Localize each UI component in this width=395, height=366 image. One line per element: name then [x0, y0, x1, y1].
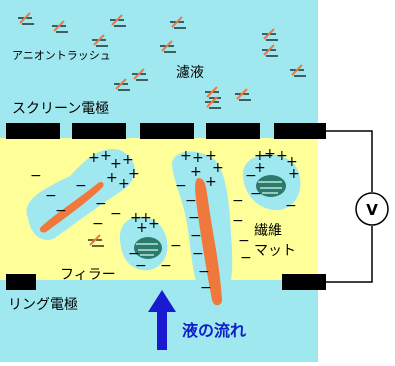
minus-sign: − [170, 238, 182, 254]
plus-sign: + [212, 160, 224, 176]
screen-electrode [6, 123, 326, 139]
minus-sign: − [45, 188, 57, 204]
plus-sign: + [276, 148, 288, 164]
anion-trash-mark [114, 78, 130, 91]
minus-sign: − [250, 186, 262, 202]
ring-electrode-left [6, 274, 36, 290]
filler-particle [256, 175, 286, 197]
anion-trash-marks [18, 12, 306, 247]
filler-particle [134, 237, 162, 259]
minus-sign: − [130, 210, 142, 226]
minus-sign: − [92, 216, 104, 232]
minus-sign: − [188, 210, 200, 226]
fiber-strand [195, 178, 222, 306]
plus-sign: + [180, 148, 192, 164]
anion-trash-mark [92, 34, 108, 47]
plus-sign: + [106, 170, 118, 186]
ring-electrode-right [282, 274, 326, 290]
minus-sign: − [135, 258, 147, 274]
minus-sign: − [30, 168, 42, 184]
minus-sign: − [75, 178, 87, 194]
filler-label: フィラー [60, 267, 116, 283]
anion-trash-mark [290, 64, 306, 77]
plus-sign: + [136, 220, 148, 236]
minus-sign: − [128, 246, 140, 262]
minus-sign: − [95, 196, 107, 212]
plus-sign: + [130, 210, 142, 226]
minus-sign: − [55, 203, 67, 219]
filtrate-label: 濾液 [176, 65, 204, 81]
minus-sign: − [238, 233, 250, 249]
plus-sign: + [205, 174, 217, 190]
flow-arrow [148, 290, 176, 350]
minus-sign: − [200, 280, 212, 296]
minus-sign: − [232, 213, 244, 229]
fiber-mat-label-line1: 繊維 [254, 223, 282, 239]
minus-sign: − [190, 228, 202, 244]
screen-electrode-label: スクリーン電極 [12, 101, 110, 117]
plus-sign: + [254, 160, 266, 176]
plus-sign: + [148, 216, 160, 232]
plus-sign: + [205, 148, 217, 164]
anion-trash-mark [262, 44, 278, 57]
anion-trash-mark [88, 234, 104, 247]
anion-trash-mark [18, 12, 34, 25]
anion-trash-mark [262, 28, 278, 41]
anion-trash-mark [110, 14, 126, 27]
anion-trash-mark [235, 88, 251, 101]
circuit-wire [326, 130, 373, 192]
plus-sign: + [122, 152, 134, 168]
fiber-mat-label-line2: マット [254, 243, 296, 259]
plus-sign: + [286, 154, 298, 170]
minus-sign: − [185, 193, 197, 209]
anion-trash-mark [160, 40, 176, 53]
plus-sign: + [254, 148, 266, 164]
anion-trash-mark [205, 96, 221, 109]
minus-sign: − [240, 250, 252, 266]
plus-sign: + [128, 166, 140, 182]
fiber-strand [39, 181, 104, 233]
plus-sign: + [192, 150, 204, 166]
minus-sign: − [285, 198, 297, 214]
minus-sign: − [262, 148, 274, 164]
plus-sign: + [100, 148, 112, 164]
anion-trash-mark [132, 68, 148, 81]
anion-trash-mark [170, 16, 186, 29]
voltmeter-label: V [366, 201, 378, 219]
plus-sign: + [264, 146, 276, 162]
voltmeter-circle [355, 192, 389, 226]
ring-electrode-label: リング電極 [8, 297, 78, 313]
minus-sign: − [198, 264, 210, 280]
minus-sign: − [232, 193, 244, 209]
minus-sign: − [160, 258, 172, 274]
plus-sign: + [140, 210, 152, 226]
plus-sign: + [190, 164, 202, 180]
minus-sign: − [245, 168, 257, 184]
plus-sign: + [110, 156, 122, 172]
anion-trash-mark [52, 20, 68, 33]
minus-sign: − [175, 178, 187, 194]
minus-sign: − [110, 206, 122, 222]
minus-sign: − [192, 246, 204, 262]
plus-sign: + [118, 176, 130, 192]
circuit-wire [326, 226, 373, 283]
charge-signs: −−−−−−−−−−−−−−−−−−−−−−−−−−−+++++++++++++… [30, 146, 300, 296]
plus-sign: + [288, 166, 300, 182]
plus-sign: + [88, 150, 100, 166]
liquid-flow-label: 液の流れ [182, 321, 247, 340]
anion-trash-label: アニオントラッシュ [12, 49, 111, 62]
